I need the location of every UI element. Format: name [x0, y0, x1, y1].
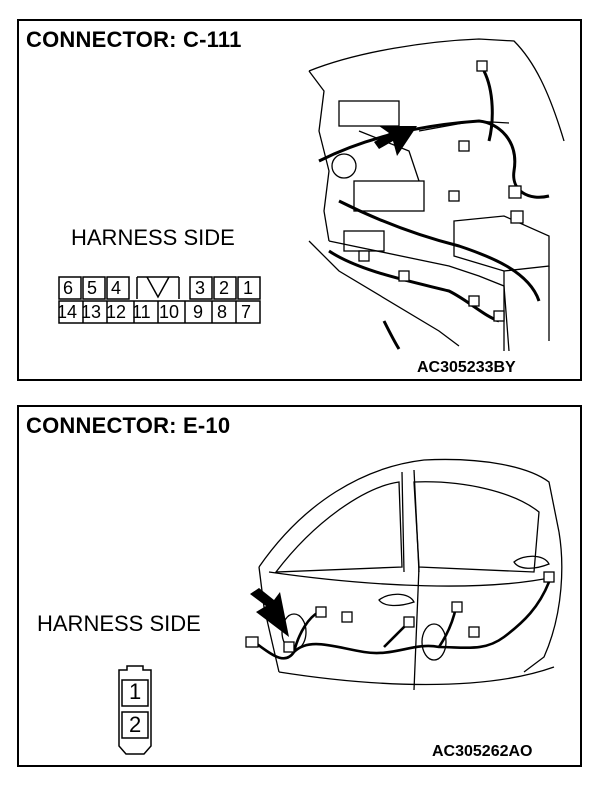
pin-7: 7 [241, 302, 252, 322]
harness-side-label: HARNESS SIDE [37, 611, 201, 636]
pin-3: 3 [195, 278, 206, 298]
pin-numbers: 6 5 4 3 2 1 14 13 12 11 10 9 8 7 [57, 278, 269, 326]
pin-9: 9 [193, 302, 204, 322]
pin-1: 1 [129, 679, 142, 704]
pin-13: 13 [81, 302, 102, 322]
pin-14: 14 [57, 302, 78, 322]
pin-2: 2 [129, 712, 142, 737]
pin-2: 2 [219, 278, 230, 298]
door-harness-illustration [224, 442, 569, 707]
connector-title: CONNECTOR: E-10 [26, 413, 231, 438]
figure-code: AC305233BY [417, 359, 516, 376]
connector-e10-panel: CONNECTOR: E-10 HARNESS SIDE 1 2 [17, 405, 582, 767]
connector-c111-panel: CONNECTOR: C-111 HARNESS SIDE [17, 19, 582, 381]
pin-10: 10 [159, 302, 180, 322]
pin-4: 4 [111, 278, 122, 298]
dashboard-harness-illustration [299, 31, 574, 366]
connector-title: CONNECTOR: C-111 [26, 27, 242, 52]
pin-1: 1 [243, 278, 254, 298]
harness-side-label: HARNESS SIDE [71, 225, 235, 250]
connector-c111-face [57, 275, 269, 330]
pin-11: 11 [132, 302, 151, 322]
pin-12: 12 [106, 302, 127, 322]
pin-5: 5 [87, 278, 98, 298]
connector-e10-face [116, 664, 156, 761]
figure-code: AC305262AO [432, 743, 533, 760]
pin-6: 6 [63, 278, 74, 298]
pin-8: 8 [217, 302, 228, 322]
